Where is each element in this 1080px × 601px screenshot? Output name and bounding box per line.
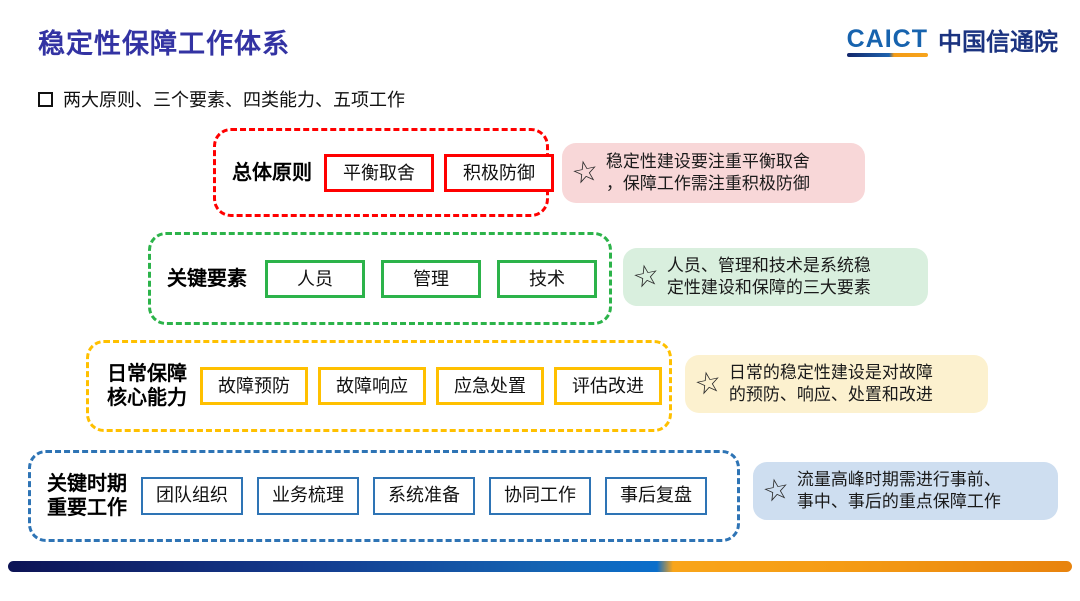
group-items: 人员 管理 技术: [265, 259, 597, 298]
note-key-elements: ☆ 人员、管理和技术是系统稳 定性建设和保障的三大要素: [623, 248, 928, 306]
group-label: 关键时期 重要工作: [47, 472, 127, 520]
item-box: 业务梳理: [257, 477, 359, 515]
item-box: 平衡取舍: [324, 153, 434, 192]
logo-acronym-block: CAICT: [846, 25, 928, 57]
group-label: 关键要素: [167, 267, 247, 291]
note-line: 的预防、响应、处置和改进: [728, 385, 933, 404]
footer-accent-bar: [8, 561, 1072, 572]
group-items: 团队组织 业务梳理 系统准备 协同工作 事后复盘: [141, 477, 707, 515]
note-text: 稳定性建设要注重平衡取舍 ，保障工作需注重积极防御: [606, 151, 810, 195]
item-box: 人员: [265, 259, 365, 298]
logo-name: 中国信通院: [938, 29, 1058, 56]
note-line: 事中、事后的重点保障工作: [796, 492, 1001, 511]
group-label-line: 核心能力: [107, 387, 187, 409]
group-items: 故障预防 故障响应 应急处置 评估改进: [200, 367, 662, 405]
note-daily-capabilities: ☆ 日常的稳定性建设是对故障 的预防、响应、处置和改进: [685, 355, 988, 413]
item-box: 事后复盘: [605, 477, 707, 515]
note-line: 定性建设和保障的三大要素: [666, 278, 871, 297]
note-text: 日常的稳定性建设是对故障 的预防、响应、处置和改进: [729, 362, 933, 406]
caict-logo: CAICT 中国信通院: [846, 25, 1058, 57]
note-line: 稳定性建设要注重平衡取舍: [605, 152, 810, 171]
group-label: 总体原则: [232, 161, 312, 185]
star-icon: ☆: [568, 153, 602, 192]
note-text: 流量高峰时期需进行事前、 事中、事后的重点保障工作: [797, 469, 1001, 513]
star-icon: ☆: [759, 471, 793, 510]
note-line: ，保障工作需注重积极防御: [605, 174, 810, 193]
subtitle-row: 两大原则、三个要素、四类能力、五项工作: [38, 86, 405, 112]
group-overall-principles: 总体原则 平衡取舍 积极防御: [213, 128, 554, 217]
group-label-line: 重要工作: [47, 497, 127, 519]
note-line: 人员、管理和技术是系统稳: [666, 256, 871, 275]
note-text: 人员、管理和技术是系统稳 定性建设和保障的三大要素: [667, 255, 871, 299]
star-icon: ☆: [691, 364, 725, 403]
subtitle-text: 两大原则、三个要素、四类能力、五项工作: [63, 90, 405, 110]
item-box: 团队组织: [141, 477, 243, 515]
item-box: 评估改进: [554, 367, 662, 405]
group-label-line: 关键要素: [167, 267, 247, 290]
item-box: 协同工作: [489, 477, 591, 515]
group-label-line: 关键时期: [47, 473, 127, 495]
note-overall-principles: ☆ 稳定性建设要注重平衡取舍 ，保障工作需注重积极防御: [562, 143, 865, 203]
group-label-line: 总体原则: [232, 161, 312, 184]
group-items: 平衡取舍 积极防御: [324, 153, 554, 192]
logo-acronym: CAICT: [846, 25, 928, 53]
item-box: 系统准备: [373, 477, 475, 515]
item-box: 故障预防: [200, 367, 308, 405]
page-title: 稳定性保障工作体系: [38, 29, 290, 59]
group-key-elements: 关键要素 人员 管理 技术: [148, 232, 612, 325]
group-label: 日常保障 核心能力: [107, 362, 187, 410]
star-icon: ☆: [629, 257, 663, 296]
group-label-line: 日常保障: [107, 363, 187, 385]
group-key-period-work: 关键时期 重要工作 团队组织 业务梳理 系统准备 协同工作 事后复盘: [28, 450, 740, 542]
note-line: 流量高峰时期需进行事前、: [796, 470, 1001, 489]
square-bullet-icon: [38, 91, 53, 107]
item-box: 故障响应: [318, 367, 426, 405]
note-line: 日常的稳定性建设是对故障: [728, 363, 933, 382]
logo-underline-bar: [846, 53, 928, 57]
item-box: 积极防御: [444, 153, 554, 192]
group-daily-capabilities: 日常保障 核心能力 故障预防 故障响应 应急处置 评估改进: [86, 340, 672, 432]
item-box: 应急处置: [436, 367, 544, 405]
item-box: 技术: [497, 259, 597, 298]
item-box: 管理: [381, 259, 481, 298]
note-key-period-work: ☆ 流量高峰时期需进行事前、 事中、事后的重点保障工作: [753, 462, 1058, 520]
